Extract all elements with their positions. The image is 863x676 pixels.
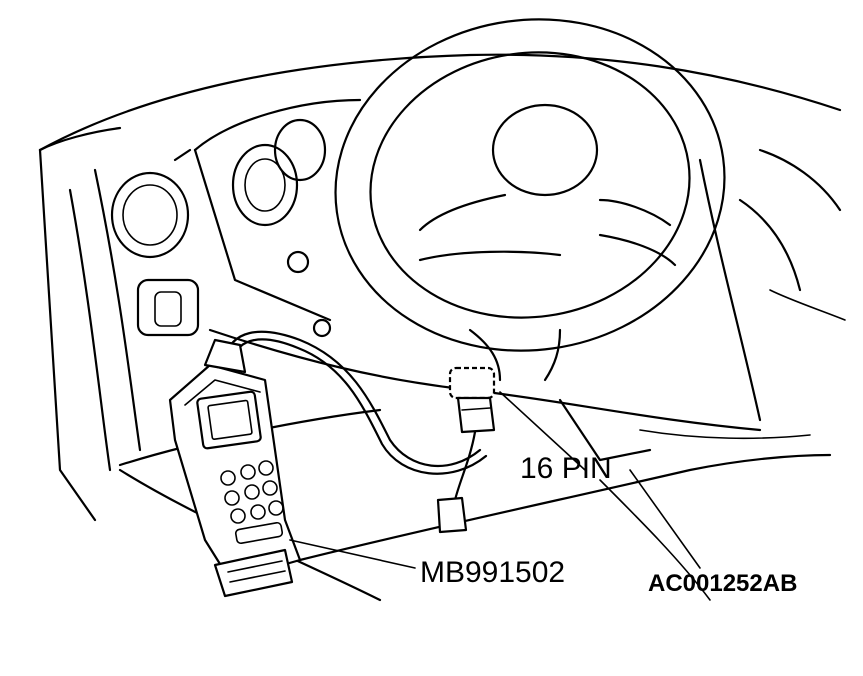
dash-switches xyxy=(136,250,332,338)
instrument-gauges xyxy=(231,118,327,227)
left-air-vent xyxy=(110,171,190,259)
connector-leader-line xyxy=(499,391,586,471)
diagnostic-connector xyxy=(436,366,496,534)
steering-wheel xyxy=(334,18,726,382)
tool-label: MB991502 xyxy=(420,556,565,589)
leader-lines xyxy=(289,391,701,569)
code-leader-line xyxy=(629,469,701,569)
figure-code-label: AC001252AB xyxy=(648,570,797,597)
tool-leader-line xyxy=(289,539,416,569)
scan-tool xyxy=(168,330,488,598)
connector-label: 16 PIN xyxy=(520,452,612,485)
